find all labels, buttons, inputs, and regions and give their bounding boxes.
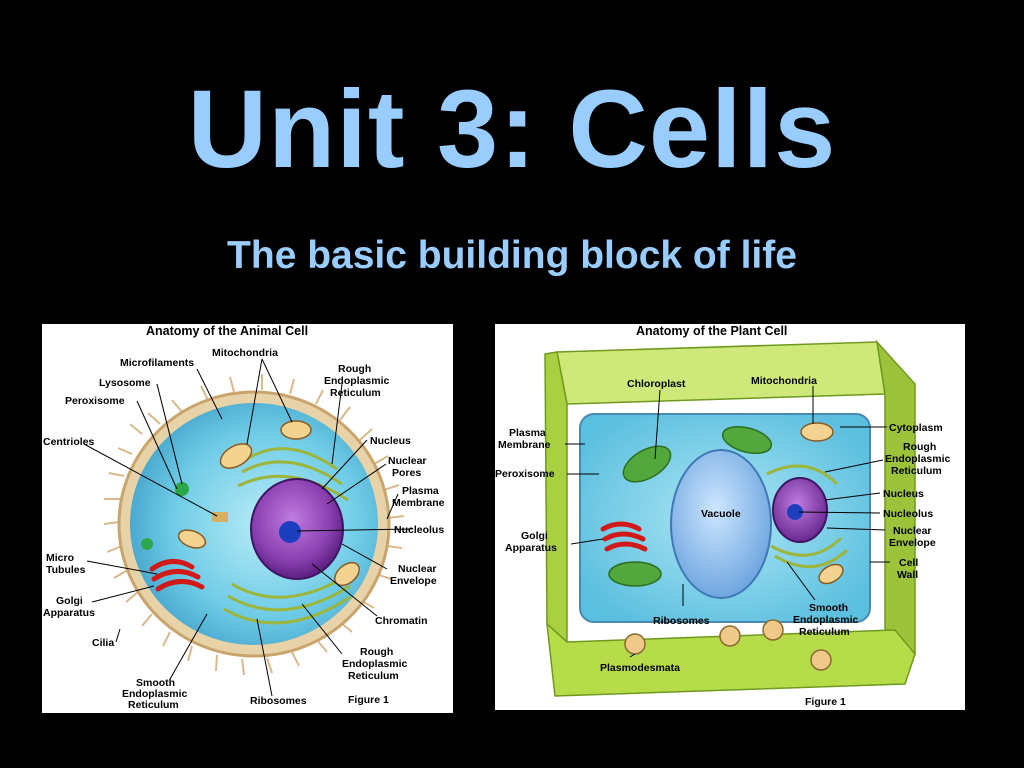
slide-title: Unit 3: Cells — [187, 68, 837, 191]
plant-leader-lines — [565, 386, 890, 658]
label-vacuole: Vacuole — [701, 508, 741, 520]
label-nucleus: Nucleus — [370, 435, 411, 447]
plant-cell-figure: Anatomy of the Plant Cell — [495, 324, 965, 710]
label-peroxisome: Peroxisome — [495, 468, 555, 480]
label-chloroplast: Chloroplast — [627, 378, 686, 390]
animal-cell-figure: Anatomy of the Animal Cell — [42, 324, 453, 713]
lysosome-shape — [141, 538, 153, 550]
label-nucleus: Nucleus — [883, 488, 924, 500]
animal-cell-diagram: Anatomy of the Animal Cell — [43, 324, 445, 711]
nucleolus-shape — [279, 521, 301, 543]
plant-diagram-title: Anatomy of the Plant Cell — [636, 324, 787, 338]
golgi-shape — [149, 559, 205, 592]
nucleolus-shape — [787, 504, 803, 520]
animal-figure-caption: Figure 1 — [348, 694, 389, 706]
plasmodesmata-shapes — [624, 619, 832, 671]
chloroplast-shapes — [608, 425, 773, 587]
animal-leader-lines — [83, 358, 413, 697]
rough-er-shape — [223, 447, 351, 625]
label-centrioles: Centrioles — [43, 436, 95, 448]
mitochondria-shapes — [800, 422, 844, 585]
label-microfilaments: Microfilaments — [120, 357, 194, 369]
label-nucleolus: Nucleolus — [394, 524, 444, 536]
centriole-shape — [212, 512, 228, 522]
label-peroxisome: Peroxisome — [65, 395, 125, 407]
cilia-fringe — [103, 374, 405, 676]
label-lysosome: Lysosome — [99, 377, 151, 389]
vacuole-shape — [670, 449, 772, 599]
mitochondria-shapes — [177, 420, 360, 587]
animal-diagram-title: Anatomy of the Animal Cell — [146, 324, 308, 338]
label-ribosomes: Ribosomes — [653, 615, 710, 627]
golgi-shape — [600, 521, 648, 552]
label-cytoplasm: Cytoplasm — [889, 422, 943, 434]
label-ribosomes: Ribosomes — [250, 695, 307, 707]
label-mitochondria: Mitochondria — [212, 347, 278, 359]
label-nucleolus: Nucleolus — [883, 508, 933, 520]
label-plasmodesmata: Plasmodesmata — [600, 662, 680, 674]
slide-subtitle: The basic building block of life — [227, 234, 797, 277]
plant-cell-diagram: Anatomy of the Plant Cell — [495, 324, 951, 708]
er-shape — [766, 464, 849, 569]
label-cilia: Cilia — [92, 637, 114, 649]
label-chromatin: Chromatin — [375, 615, 428, 627]
plant-figure-caption: Figure 1 — [805, 696, 846, 708]
cell-wall-shape — [544, 339, 916, 697]
label-mitochondria: Mitochondria — [751, 375, 817, 387]
peroxisome-shape — [175, 482, 189, 496]
